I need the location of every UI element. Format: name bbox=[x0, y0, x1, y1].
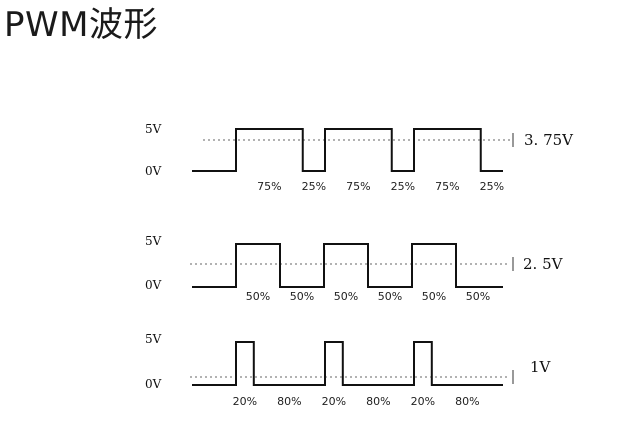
duty-percent-labels: 20% 80% 20% 80% 20% 80% bbox=[233, 395, 480, 408]
duty-percent-label: 20% bbox=[411, 395, 435, 408]
duty-percent-labels: 50% 50% 50% 50% 50% 50% bbox=[246, 290, 490, 303]
page-title: PWM波形 bbox=[4, 5, 158, 45]
duty-percent-label: 50% bbox=[290, 290, 314, 303]
duty-percent-label: 25% bbox=[302, 180, 326, 193]
voltage-high-label: 5V bbox=[145, 234, 162, 248]
average-voltage-label: 1V bbox=[530, 358, 552, 376]
duty-percent-label: 50% bbox=[246, 290, 270, 303]
duty-percent-label: 80% bbox=[277, 395, 301, 408]
voltage-high-label: 5V bbox=[145, 122, 162, 136]
duty-percent-label: 50% bbox=[466, 290, 490, 303]
average-voltage-label: 3. 75V bbox=[524, 131, 574, 149]
pwm-panel-1: 5V 0V 3. 75V 75% 25% 75% 25% 75% 25% bbox=[145, 122, 574, 193]
duty-percent-label: 75% bbox=[257, 180, 281, 193]
pwm-waveform-trace bbox=[192, 341, 503, 386]
pwm-panel-3: 5V 0V 1V 20% 80% 20% 80% 20% 80% bbox=[145, 332, 552, 408]
duty-percent-label: 25% bbox=[480, 180, 504, 193]
voltage-low-label: 0V bbox=[145, 164, 162, 178]
duty-percent-label: 50% bbox=[422, 290, 446, 303]
voltage-low-label: 0V bbox=[145, 278, 162, 292]
duty-percent-label: 50% bbox=[334, 290, 358, 303]
duty-percent-label: 80% bbox=[455, 395, 479, 408]
duty-percent-label: 80% bbox=[366, 395, 390, 408]
duty-percent-label: 20% bbox=[322, 395, 346, 408]
duty-percent-label: 75% bbox=[435, 180, 459, 193]
duty-percent-label: 75% bbox=[346, 180, 370, 193]
pwm-waveform-trace bbox=[192, 243, 503, 288]
pwm-waveform-trace bbox=[192, 128, 503, 172]
duty-percent-label: 25% bbox=[391, 180, 415, 193]
duty-percent-label: 20% bbox=[233, 395, 257, 408]
average-voltage-label: 2. 5V bbox=[523, 255, 564, 273]
duty-percent-label: 50% bbox=[378, 290, 402, 303]
voltage-low-label: 0V bbox=[145, 377, 162, 391]
voltage-high-label: 5V bbox=[145, 332, 162, 346]
duty-percent-labels: 75% 25% 75% 25% 75% 25% bbox=[257, 180, 504, 193]
pwm-panel-2: 5V 0V 2. 5V 50% 50% 50% 50% 50% 50% bbox=[145, 234, 564, 303]
